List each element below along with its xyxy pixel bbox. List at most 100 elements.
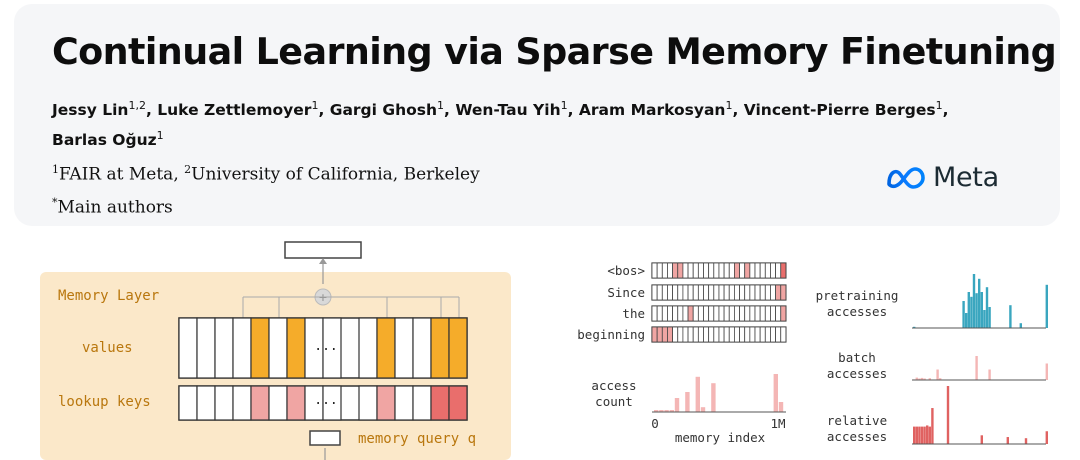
meta-infinity-icon	[887, 166, 925, 189]
token-access-slot	[728, 305, 735, 322]
token-access-slot	[759, 305, 766, 322]
token-access-slot	[739, 326, 746, 343]
token-access-slot	[682, 326, 689, 343]
token-access-slot	[713, 262, 720, 279]
author-separator: ,	[444, 101, 456, 120]
token-access-slot	[718, 284, 725, 301]
token-access-slot	[697, 326, 704, 343]
relative-bar	[1006, 437, 1009, 444]
author-affiliation-mark: 1	[725, 99, 733, 112]
value-ellipsis: ...	[314, 339, 337, 354]
value-slot	[214, 317, 234, 379]
access-count-bar	[674, 398, 680, 412]
token-access-slot	[770, 262, 777, 279]
key-slot	[430, 385, 450, 421]
batch-label-line2: accesses	[827, 366, 887, 381]
author-name: Barlas Oğuz	[52, 131, 157, 150]
token-access-slot	[764, 305, 771, 322]
token-access-slot	[682, 305, 689, 322]
author-name: Luke Zettlemoyer	[157, 101, 312, 120]
token-access-slot	[651, 284, 658, 301]
token-access-slot	[703, 305, 710, 322]
access-count-label-line2: count	[595, 394, 633, 409]
token-access-slot	[723, 305, 730, 322]
token-access-slot	[677, 326, 684, 343]
pretraining-bar	[988, 307, 991, 328]
token-access-slot	[672, 262, 679, 279]
token-access-slot	[703, 284, 710, 301]
key-slot	[394, 385, 414, 421]
token-access-slot	[672, 305, 679, 322]
batch-bar	[915, 377, 918, 380]
pretraining-bar	[972, 274, 976, 328]
value-slot	[178, 317, 198, 379]
token-access-slot	[739, 305, 746, 322]
token-access-slot	[744, 284, 751, 301]
token-access-slot	[754, 305, 761, 322]
token-access-slot	[734, 305, 740, 322]
author-name: Gargi Ghosh	[329, 101, 438, 120]
relative-bar	[928, 426, 931, 444]
pretraining-bar	[1019, 323, 1022, 328]
token-access-slot	[672, 284, 679, 301]
token-access-slot	[744, 262, 751, 279]
token-access-slot	[667, 284, 674, 301]
token-access-rows	[651, 262, 787, 343]
key-slot	[412, 385, 432, 421]
token-access-slot	[677, 262, 684, 279]
token-label: the	[622, 306, 645, 321]
token-access-slot	[759, 326, 766, 343]
key-slot	[268, 385, 288, 421]
relative-bar	[980, 435, 983, 444]
token-access-slot	[708, 305, 715, 322]
author-affiliation-mark: 1	[437, 99, 445, 112]
author-name: Aram Markosyan	[578, 101, 726, 120]
affiliation-name: University of California, Berkeley	[191, 164, 480, 185]
affiliation-line: 1FAIR at Meta, 2University of California…	[52, 156, 480, 189]
pretraining-bar	[1009, 305, 1012, 328]
pretraining-bar	[962, 301, 965, 328]
key-slot	[448, 385, 468, 421]
token-access-slot	[708, 326, 715, 343]
meta-logo: Meta	[885, 162, 999, 193]
token-access-slot	[692, 305, 699, 322]
key-ellipsis: ...	[314, 393, 337, 408]
author-separator: ,	[732, 101, 744, 120]
token-access-slot	[723, 326, 730, 343]
batch-bar	[936, 369, 939, 380]
value-slot	[286, 317, 306, 379]
batch-bar	[939, 378, 942, 380]
value-slots	[178, 317, 468, 379]
batch-bar	[918, 378, 921, 380]
access-count-bar	[659, 410, 664, 412]
token-access-slot	[672, 326, 679, 343]
pretraining-bar	[980, 292, 983, 328]
token-access-slot	[667, 326, 674, 343]
author-separator: ,	[942, 101, 949, 120]
token-access-slot	[723, 284, 730, 301]
affiliations: 1FAIR at Meta, 2University of California…	[52, 156, 480, 221]
key-slot	[232, 385, 252, 421]
token-access-slot	[728, 284, 735, 301]
author-list: Jessy Lin1,2, Luke Zettlemoyer1, Gargi G…	[52, 93, 1042, 153]
author-name: Wen-Tau Yih	[455, 101, 561, 120]
access-count-bar	[778, 402, 784, 412]
batch-histogram	[913, 356, 1048, 380]
key-slot	[250, 385, 270, 421]
affiliation-mark: 1	[52, 163, 59, 176]
relative-bar	[920, 426, 924, 444]
access-count-label-line1: access	[591, 378, 636, 393]
token-access-slot	[703, 326, 710, 343]
note-mark: *	[52, 195, 58, 209]
token-label: Since	[607, 285, 645, 300]
token-access-slot	[764, 262, 771, 279]
token-access-slot	[744, 305, 751, 322]
key-slot	[376, 385, 396, 421]
token-access-slot	[764, 284, 771, 301]
token-access-slot	[692, 262, 699, 279]
token-access-slot	[759, 262, 766, 279]
axis-start-label: 0	[651, 416, 659, 431]
token-access-slot	[713, 305, 720, 322]
token-access-slot	[734, 284, 740, 301]
